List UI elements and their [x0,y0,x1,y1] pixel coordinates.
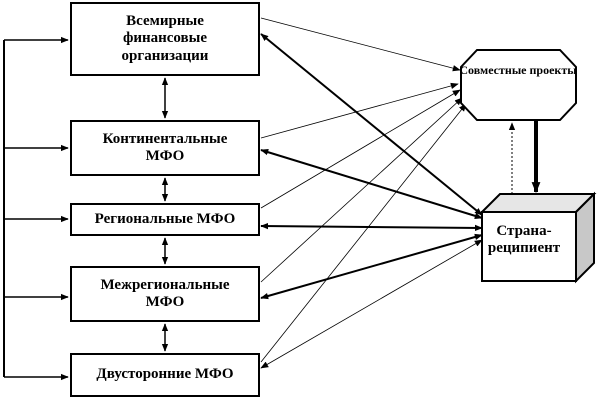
arrow-world-joint [260,17,461,72]
world-line2: финансовые [122,30,208,47]
joint-projects-shape [460,49,577,121]
recipient-line1: Страна- [496,223,552,239]
arrow-world-recipient [260,33,483,216]
continental-mfo-box: Континентальные МФО [70,120,260,176]
arrow-regional-recipient [260,222,483,232]
regional-line1: Региональные МФО [94,210,236,227]
joint-line1: Совместные [459,63,527,77]
continental-line2: МФО [145,148,185,164]
interregional-line2: МФО [145,294,185,310]
world-financial-organizations-box: Всемирные финансовые организации [70,2,260,76]
joint-line2: проекты [529,63,577,77]
arrow-interregional-recipient [260,233,483,300]
recipient-box-front [481,211,577,282]
regional-mfo-box: Региональные МФО [70,203,260,236]
recipient-box-top [479,193,597,213]
recipient-line2: реципиент [487,240,561,257]
recipient-country-label: Страна- реципиент [470,223,578,258]
arrow-bilateral-joint [260,103,467,363]
world-line3: организации [121,47,209,64]
arrow-bilateral-recipient [260,239,483,369]
arrow-continental-joint [260,82,459,139]
interregional-mfo-box: Межрегиональные МФО [70,266,260,322]
bilateral-mfo-box: Двусторонние МФО [70,353,260,397]
bilateral-line1: Двусторонние МФО [96,366,234,383]
continental-line1: Континентальные [102,130,228,147]
joint-projects-label: Совместные проекты [458,63,578,78]
world-line1: Всемирные [126,13,204,30]
arrow-continental-recipient [260,149,483,219]
interregional-line1: Межрегиональные [100,276,230,293]
